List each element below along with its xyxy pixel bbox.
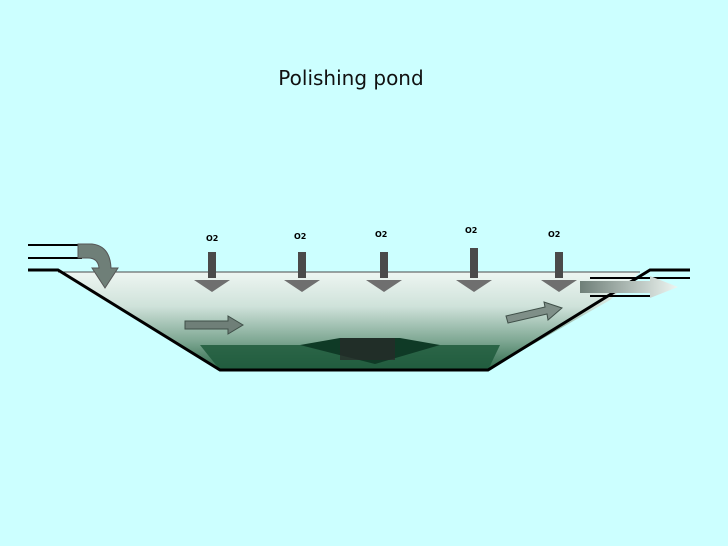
oxygen-arrow-1 [194,252,230,292]
inlet-flow-arrow [77,243,119,289]
oxygen-label-1: O2 [206,234,218,243]
oxygen-arrow-2 [284,252,320,292]
pond-outline [28,268,690,372]
oxygen-label-2: O2 [294,232,306,241]
oxygen-arrow-5 [541,252,577,292]
oxygen-label-5: O2 [548,230,560,239]
oxygen-label-4: O2 [465,226,477,235]
flow-arrow-left [184,315,244,335]
outlet-flow-arrow [580,276,678,298]
flow-arrow-right [505,301,563,324]
oxygen-arrow-4 [456,248,492,292]
oxygen-label-3: O2 [375,230,387,239]
sludge-core [340,338,395,360]
oxygen-arrow-3 [366,252,402,292]
diagram-title: Polishing pond [278,66,424,90]
